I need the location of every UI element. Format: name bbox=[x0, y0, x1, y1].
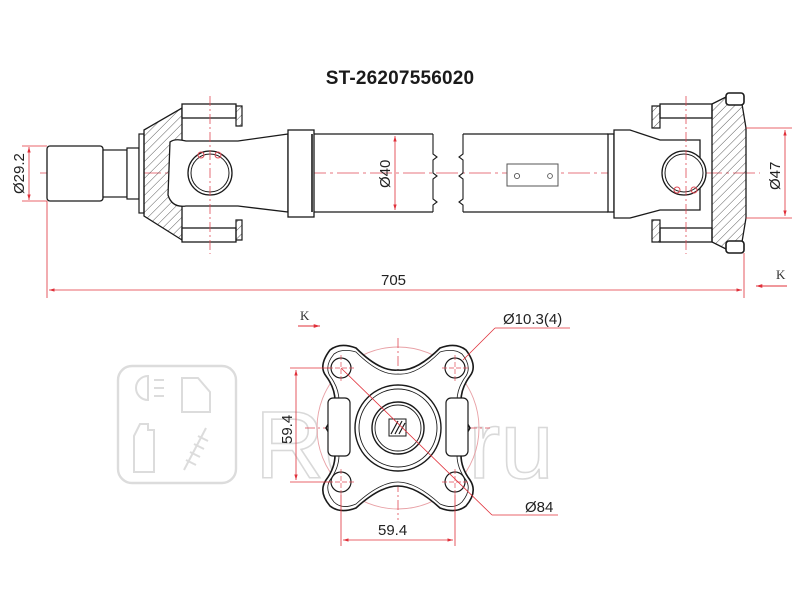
dim-input-diameter: Ø29.2 bbox=[11, 153, 28, 194]
right-flange-section bbox=[711, 95, 747, 251]
balance-weight-plate bbox=[506, 163, 559, 187]
car-door-icon bbox=[181, 377, 211, 413]
dim-bolt-spacing-horizontal: 59.4 bbox=[378, 522, 407, 539]
dim-flange-diameter: Ø47 bbox=[767, 162, 784, 190]
headlight-icon bbox=[135, 374, 164, 402]
watermark-logo-frame bbox=[116, 364, 238, 485]
bolt-hole-br bbox=[444, 471, 466, 493]
dim-overall-length: 705 bbox=[381, 272, 406, 289]
part-number-title: ST-26207556020 bbox=[325, 68, 475, 89]
shock-absorber-icon bbox=[183, 427, 209, 471]
driveshaft-side-view: Ø29.2 Ø40 Ø47 705 K bbox=[11, 92, 792, 298]
dim-bolt-hole: Ø10.3(4) bbox=[503, 311, 562, 328]
break-line-right bbox=[458, 134, 464, 212]
input-spline-shaft bbox=[46, 145, 104, 202]
view-marker-k-flange: K bbox=[300, 308, 310, 323]
flange-bolt-bottom bbox=[725, 240, 745, 254]
right-bearing-cap bbox=[661, 150, 707, 196]
dim-bolt-spacing-vertical: 59.4 bbox=[279, 415, 296, 444]
bolt-hole-bl bbox=[330, 471, 352, 493]
flange-bolt-top bbox=[725, 92, 745, 106]
view-marker-k-side: K bbox=[776, 267, 786, 282]
bolt-hole-tr bbox=[444, 357, 466, 379]
dim-bolt-circle: Ø84 bbox=[525, 499, 553, 516]
oil-bottle-icon bbox=[133, 423, 155, 473]
dim-tube-diameter: Ø40 bbox=[377, 160, 394, 188]
break-line-left bbox=[432, 134, 438, 212]
logo-stamp-icon bbox=[388, 418, 407, 437]
flange-end-view: K Ø84 bbox=[279, 308, 570, 546]
